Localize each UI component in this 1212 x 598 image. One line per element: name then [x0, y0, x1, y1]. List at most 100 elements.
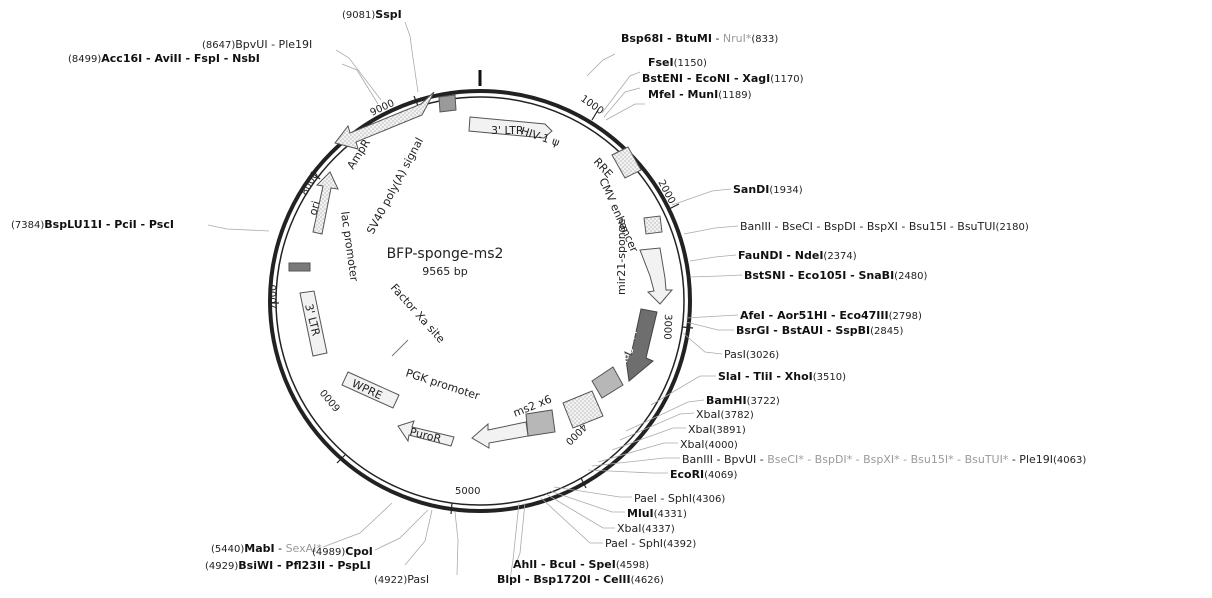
site-position: (3782) — [721, 410, 754, 421]
leader-bsrgi — [685, 321, 734, 331]
site-enzyme-name: BlpI - Bsp1720I - CelII — [497, 573, 631, 586]
site-position: (9081) — [342, 10, 375, 21]
site-enzyme-name: FauNDI - NdeI — [738, 249, 823, 262]
site-enzyme-name: PaeI - SphI — [634, 492, 692, 505]
site-position: (5440) — [211, 544, 244, 555]
site-enzyme-name: BseCI* - BspDI* - BspXI* - Bsu15I* - Bsu… — [767, 453, 1009, 466]
site-position: (2845) — [870, 326, 903, 337]
site-enzyme-name: BanIII - BpvUI - — [682, 453, 767, 466]
site-enzyme-name: MfeI - MunI — [648, 88, 718, 101]
site-position: (7384) — [11, 220, 44, 231]
tick-mark-8000 — [310, 171, 321, 180]
tick-label-6000: 6000 — [319, 387, 344, 414]
site-position: (4392) — [663, 539, 696, 550]
leader-acc16i — [341, 63, 379, 105]
site-enzyme-name: BstSNI - Eco105I - SnaBI — [744, 269, 894, 282]
feature-ltr3-top-arrow — [468, 116, 553, 139]
site-label-bpvui-ple19i: (8647)BpvUI - Ple19I — [202, 38, 312, 51]
site-enzyme-name: SexAI* — [286, 542, 323, 555]
site-enzyme-name: Acc16I - AviII - FspI - NsbI — [101, 52, 260, 65]
site-label-faundi: FauNDI - NdeI(2374) — [738, 249, 857, 262]
site-enzyme-name: BanIII - BseCI - BspDI - BspXI - Bsu15I … — [740, 220, 996, 233]
site-position: (2374) — [823, 251, 856, 262]
feature-ori-arrow — [312, 171, 339, 235]
plasmid-name: BFP-sponge-ms2 — [387, 246, 504, 262]
site-enzyme-name: BpvUI - Ple19I — [235, 38, 312, 51]
site-label-paei-4392: PaeI - SphI(4392) — [605, 537, 696, 550]
site-label-xbai-3891: XbaI(3891) — [688, 423, 746, 436]
feature-ms2-box-2 — [562, 390, 604, 429]
site-enzyme-name: PaeI - SphI — [605, 537, 663, 550]
site-enzyme-name: - — [712, 32, 723, 45]
site-labels: (9081)SspI (8647)BpvUI - Ple19I (8499)Ac… — [11, 8, 1086, 586]
site-label-paei-4306: PaeI - SphI(4306) — [634, 492, 725, 505]
site-label-slai: SlaI - TliI - XhoI(3510) — [718, 370, 846, 383]
feature-label-pgk-promoter: PGK promoter — [404, 366, 482, 402]
site-label-fsei: FseI(1150) — [648, 56, 707, 69]
site-position: (4922) — [374, 575, 407, 586]
site-position: (2480) — [894, 271, 927, 282]
site-position: (3026) — [746, 350, 779, 361]
site-enzyme-name: MluI — [627, 507, 654, 520]
site-label-mabi: (5440)MabI - SexAI* — [211, 542, 322, 555]
site-position: (3510) — [813, 372, 846, 383]
site-enzyme-name: XbaI — [688, 423, 713, 436]
site-position: (8647) — [202, 40, 235, 51]
feature-puror-arrow — [397, 420, 455, 447]
leader-sandi — [671, 188, 732, 206]
site-position: (4929) — [205, 561, 238, 572]
site-enzyme-name: PasI — [407, 573, 429, 586]
tick-mark-6000 — [336, 454, 346, 464]
site-position: (3722) — [747, 396, 780, 407]
site-label-ecori: EcoRI(4069) — [670, 468, 738, 481]
site-enzyme-name: MabI — [244, 542, 274, 555]
feature-cmv-box — [643, 215, 663, 235]
site-position: (4626) — [631, 575, 664, 586]
leader-xbai-3891 — [611, 427, 686, 451]
site-position: (8499) — [68, 54, 101, 65]
feature-label-factor-xa: Factor Xa site — [388, 281, 448, 345]
site-enzyme-name: XbaI — [696, 408, 721, 421]
site-enzyme-name: Bsp68I - BtuMI — [621, 32, 712, 45]
site-enzyme-name: SlaI - TliI - XhoI — [718, 370, 813, 383]
feature-promoter-arrow — [639, 247, 674, 305]
leader-pasi-3026 — [682, 332, 723, 355]
tick-mark-2000 — [668, 203, 680, 210]
site-label-pasi-4922: (4922)PasI — [374, 573, 429, 586]
site-label-bsrgi: BsrGI - BstAUI - SspBI(2845) — [736, 324, 903, 337]
site-enzyme-name: BamHI — [706, 394, 747, 407]
leader-bsp68i — [586, 53, 616, 77]
site-position: (1189) — [718, 90, 751, 101]
site-position: (1150) — [674, 58, 707, 69]
site-enzyme-name: BsiWI - Pfl23II - PspLI — [238, 559, 370, 572]
feature-label-sv40: SV40 poly(A) signal — [364, 135, 426, 236]
feature-pgk-arrow — [471, 421, 529, 449]
site-label-xbai-4337: XbaI(4337) — [617, 522, 675, 535]
site-position: (1934) — [769, 185, 802, 196]
leader-bamhi — [625, 399, 705, 432]
site-enzyme-name: - — [275, 542, 286, 555]
site-position: (4337) — [642, 524, 675, 535]
site-label-acc16i: (8499)Acc16I - AviII - FspI - NsbI — [68, 52, 260, 65]
site-enzyme-name: BspLU11I - PciI - PscI — [44, 218, 174, 231]
leader-mlui — [549, 490, 625, 513]
site-label-afei: AfeI - Aor51HI - Eco47III(2798) — [740, 309, 922, 322]
feature-label-puror: PuroR — [408, 425, 443, 445]
leader-ahli — [514, 502, 526, 567]
site-enzyme-name: CpoI — [345, 545, 373, 558]
site-label-xbai-4000: XbaI(4000) — [680, 438, 738, 451]
leader-bpvui-ple19i — [335, 49, 382, 101]
site-label-bsplu11i: (7384)BspLU11I - PciI - PscI — [11, 218, 174, 231]
feature-tagbfp-arrow — [624, 308, 658, 382]
site-label-mlui: MluI(4331) — [627, 507, 687, 520]
site-position: (3891) — [713, 425, 746, 436]
site-enzyme-name: AfeI - Aor51HI - Eco47III — [740, 309, 889, 322]
tick-mark-3000 — [681, 326, 694, 329]
site-enzyme-name: - Ple19I — [1008, 453, 1053, 466]
leader-banii — [683, 225, 739, 235]
site-label-xbai-3782: XbaI(3782) — [696, 408, 754, 421]
tick-mark-9000 — [413, 95, 419, 107]
leader-baniii-4063 — [591, 457, 680, 467]
tick-label-5000: 5000 — [455, 486, 480, 497]
site-label-bsp68i: Bsp68I - BtuMI - NruI*(833) — [621, 32, 778, 45]
